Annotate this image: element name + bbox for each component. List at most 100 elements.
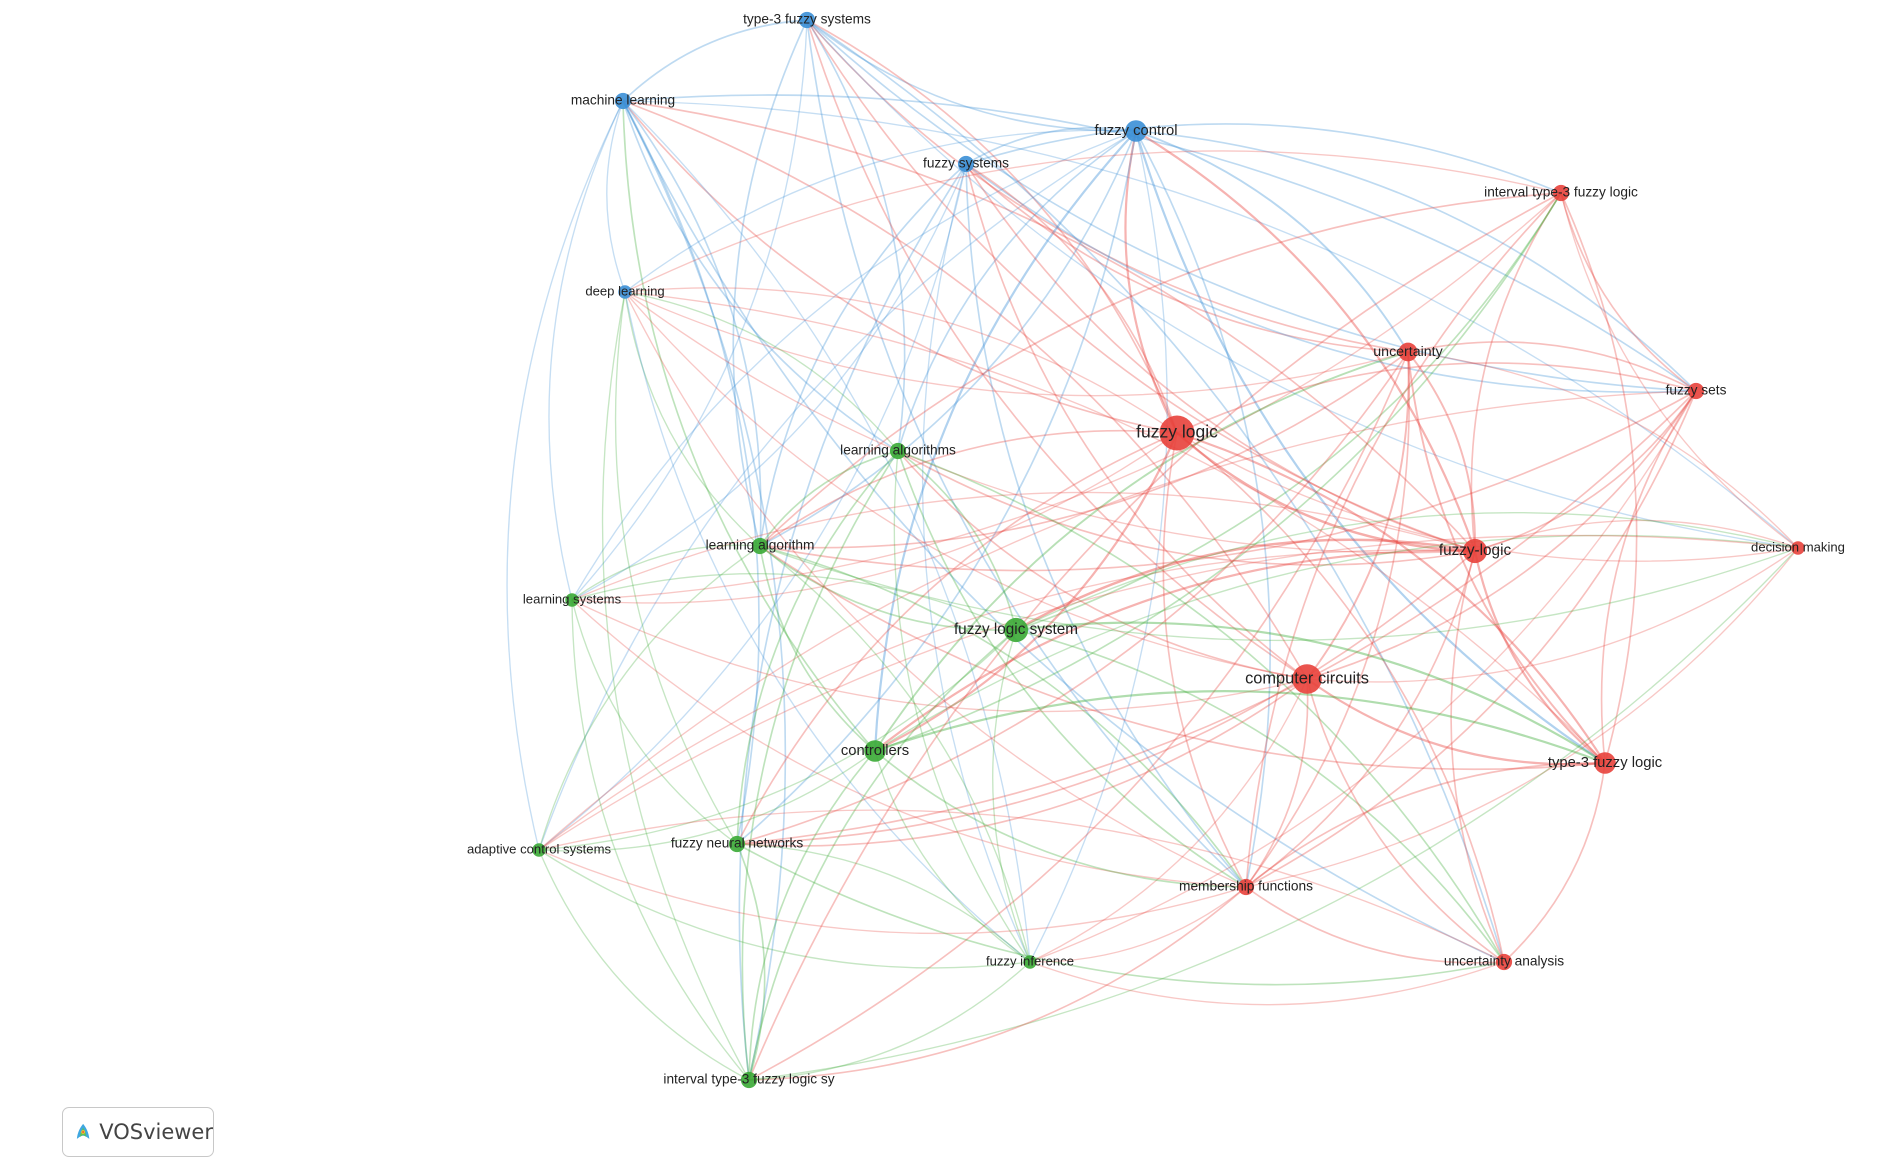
edge-fuzzy-systems-interval-type3-fuzzy-logic-sy	[738, 163, 967, 1081]
node-fuzzy-systems[interactable]	[957, 155, 975, 173]
node-uncertainty-analysis[interactable]	[1495, 953, 1513, 971]
vosviewer-badge[interactable]: VOSviewer	[62, 1107, 214, 1157]
node-label-fuzzy-inference[interactable]: fuzzy inference	[986, 953, 1074, 968]
edge-deep-learning-interval-type3-fuzzy-logic	[624, 150, 1562, 293]
node-fuzzy-sets[interactable]	[1687, 382, 1705, 400]
edge-decision-making-adaptive-control-systems	[538, 534, 1799, 851]
edge-fuzzy-logic-controllers	[874, 432, 1179, 752]
node-fuzzy-logic[interactable]	[1159, 415, 1195, 451]
node-controllers[interactable]	[864, 740, 886, 762]
edge-fuzzy-logic-system-interval-type3-fuzzy-logic-sy	[748, 629, 1017, 1081]
node-deep-learning[interactable]	[618, 285, 632, 299]
node-label-interval-type3-fuzzy-logic-sy[interactable]: interval type-3 fuzzy logic sy	[663, 1072, 834, 1087]
node-machine-learning[interactable]	[614, 92, 632, 110]
edge-fuzzy-control-fuzzy-logic	[1124, 130, 1178, 434]
edge-machine-learning-learning-algorithm	[622, 100, 762, 547]
edge-fuzzy-hyphen-logic-membership-functions	[1245, 550, 1476, 888]
edge-deep-learning-fuzzy-neural-networks	[614, 291, 738, 845]
edge-learning-algorithms-learning-algorithm	[759, 450, 899, 547]
node-fuzzy-control[interactable]	[1125, 120, 1147, 142]
node-label-controllers[interactable]: controllers	[841, 743, 909, 759]
node-label-type3-fuzzy-logic[interactable]: type-3 fuzzy logic	[1548, 755, 1663, 771]
node-label-learning-algorithms[interactable]: learning algorithms	[840, 443, 956, 458]
edge-fuzzy-control-fuzzy-systems	[965, 126, 1137, 165]
edge-learning-algorithms-fuzzy-logic-system	[897, 450, 1017, 631]
label-layer: type-3 fuzzy systems machine learning fuzz…	[467, 12, 1845, 1087]
edge-fuzzy-control-fuzzy-inference	[1029, 130, 1168, 963]
node-label-uncertainty[interactable]: uncertainty	[1373, 344, 1443, 360]
vosviewer-logo-icon	[76, 1123, 90, 1139]
node-label-computer-circuits[interactable]: computer circuits	[1245, 669, 1369, 687]
edge-type3-fuzzy-logic-uncertainty-analysis	[1503, 762, 1606, 963]
edge-machine-learning-fuzzy-hyphen-logic	[622, 100, 1476, 552]
edge-fuzzy-systems-interval-type3-fuzzy-logic	[965, 123, 1562, 194]
edge-type3-fuzzy-systems-fuzzy-hyphen-logic	[806, 19, 1476, 552]
edge-interval-type3-fuzzy-logic-fuzzy-sets	[1560, 192, 1697, 392]
node-type3-fuzzy-logic[interactable]	[1594, 752, 1616, 774]
node-label-fuzzy-hyphen-logic[interactable]: fuzzy-logic	[1439, 542, 1512, 559]
node-label-fuzzy-control[interactable]: fuzzy control	[1094, 123, 1177, 139]
node-label-membership-functions[interactable]: membership functions	[1179, 879, 1313, 894]
node-learning-algorithm[interactable]	[751, 537, 769, 555]
edge-fuzzy-hyphen-logic-type3-fuzzy-logic	[1473, 550, 1606, 764]
edge-type3-fuzzy-systems-membership-functions	[806, 19, 1247, 888]
edge-learning-systems-membership-functions	[571, 599, 1247, 888]
node-interval-type3-fuzzy-logic[interactable]	[1552, 184, 1570, 202]
edge-adaptive-control-systems-membership-functions	[538, 849, 1247, 935]
node-fuzzy-inference[interactable]	[1023, 955, 1037, 969]
node-type3-fuzzy-systems[interactable]	[798, 11, 816, 29]
edge-fuzzy-hyphen-logic-decision-making	[1474, 519, 1799, 552]
node-fuzzy-logic-system[interactable]	[1003, 617, 1029, 643]
node-label-fuzzy-systems[interactable]: fuzzy systems	[923, 156, 1009, 171]
node-uncertainty[interactable]	[1398, 342, 1418, 362]
edge-machine-learning-deep-learning	[606, 100, 626, 293]
edge-fuzzy-sets-learning-algorithm	[759, 390, 1697, 572]
edge-computer-circuits-fuzzy-inference	[1029, 678, 1308, 963]
node-adaptive-control-systems[interactable]	[532, 843, 546, 857]
edge-fuzzy-inference-interval-type3-fuzzy-logic-sy	[748, 961, 1031, 1081]
edge-interval-type3-fuzzy-logic-decision-making	[1560, 192, 1799, 549]
node-fuzzy-hyphen-logic[interactable]	[1462, 538, 1488, 564]
edge-fuzzy-control-membership-functions	[1135, 130, 1271, 888]
edge-learning-algorithm-fuzzy-logic-system	[759, 545, 1017, 631]
edge-computer-circuits-membership-functions	[1245, 678, 1309, 888]
edge-fuzzy-systems-learning-systems	[571, 163, 967, 601]
edge-fuzzy-systems-fuzzy-hyphen-logic	[965, 163, 1476, 552]
edge-membership-functions-interval-type3-fuzzy-logic-sy	[748, 886, 1247, 1081]
edge-deep-learning-learning-algorithm	[624, 291, 761, 547]
node-label-fuzzy-sets[interactable]: fuzzy sets	[1666, 383, 1727, 398]
node-label-interval-type3-fuzzy-logic[interactable]: interval type-3 fuzzy logic	[1484, 185, 1638, 200]
edge-adaptive-control-systems-fuzzy-inference	[538, 849, 1031, 969]
edge-learning-systems-fuzzy-neural-networks	[571, 599, 738, 845]
node-label-decision-making[interactable]: decision making	[1751, 539, 1845, 554]
edge-interval-type3-fuzzy-logic-learning-algorithm	[759, 192, 1562, 547]
node-computer-circuits[interactable]	[1292, 664, 1322, 694]
edge-fuzzy-control-uncertainty	[1135, 130, 1409, 353]
node-learning-systems[interactable]	[565, 593, 579, 607]
node-interval-type3-fuzzy-logic-sy[interactable]	[740, 1071, 758, 1089]
node-label-type3-fuzzy-systems[interactable]: type-3 fuzzy systems	[743, 12, 871, 27]
node-label-deep-learning[interactable]: deep learning	[585, 283, 664, 298]
node-label-machine-learning[interactable]: machine learning	[571, 93, 675, 108]
edge-adaptive-control-systems-interval-type3-fuzzy-logic-sy	[538, 849, 750, 1081]
node-decision-making[interactable]	[1791, 541, 1805, 555]
edge-fuzzy-hyphen-logic-uncertainty-analysis	[1450, 550, 1505, 963]
node-learning-algorithms[interactable]	[889, 442, 907, 460]
node-fuzzy-neural-networks[interactable]	[728, 835, 746, 853]
node-membership-functions[interactable]	[1237, 878, 1255, 896]
node-label-uncertainty-analysis[interactable]: uncertainty analysis	[1444, 954, 1564, 969]
edge-fuzzy-control-fuzzy-sets	[1135, 130, 1697, 392]
edge-learning-algorithm-membership-functions	[759, 545, 1247, 888]
edge-learning-algorithms-interval-type3-fuzzy-logic-sy	[741, 450, 899, 1081]
node-label-adaptive-control-systems[interactable]: adaptive control systems	[467, 841, 612, 856]
node-label-fuzzy-logic[interactable]: fuzzy logic	[1136, 422, 1218, 442]
edge-learning-systems-interval-type3-fuzzy-logic-sy	[571, 599, 750, 1081]
node-label-fuzzy-logic-system[interactable]: fuzzy logic system	[954, 621, 1078, 638]
edge-uncertainty-controllers	[874, 351, 1409, 752]
edge-learning-algorithm-learning-systems	[571, 544, 761, 601]
edge-fuzzy-control-learning-algorithms	[897, 130, 1137, 452]
edge-uncertainty-interval-type3-fuzzy-logic-sy	[748, 351, 1409, 1081]
node-label-learning-algorithm[interactable]: learning algorithm	[706, 538, 815, 553]
node-label-learning-systems[interactable]: learning systems	[523, 591, 622, 606]
node-label-fuzzy-neural-networks[interactable]: fuzzy neural networks	[671, 836, 804, 851]
